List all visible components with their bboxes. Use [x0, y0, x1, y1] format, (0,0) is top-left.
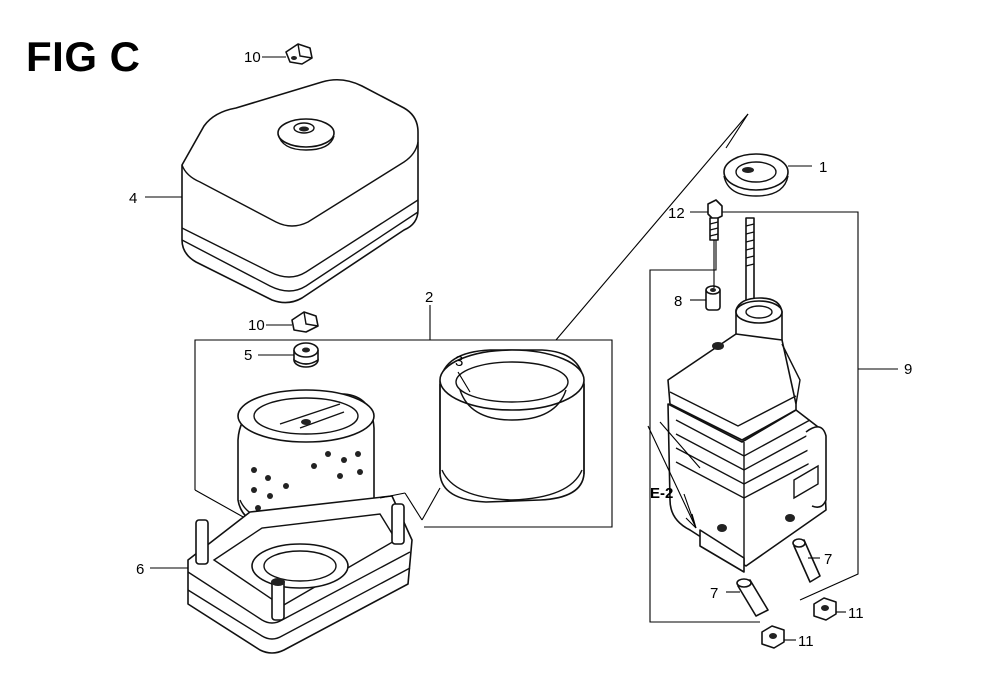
part-6-air-cleaner-base	[187, 495, 413, 654]
part-4-air-cleaner-cover	[181, 78, 419, 304]
part-3-foam-element	[439, 349, 585, 503]
callout-9: 9	[904, 361, 912, 378]
reference-e2: E-2	[650, 485, 673, 502]
part-10-wing-nut-top	[285, 43, 313, 65]
callout-7-right: 7	[824, 551, 832, 568]
part-1-seal-ring	[723, 153, 789, 197]
part-10-wing-nut-lower	[291, 311, 319, 333]
callout-bracket-2	[194, 305, 613, 528]
part-5-collar	[293, 342, 319, 368]
callout-7-left: 7	[710, 585, 718, 602]
callout-12: 12	[668, 205, 685, 222]
callout-10-top: 10	[244, 49, 261, 66]
callout-11-left: 11	[798, 633, 814, 650]
part-11-nut-right	[813, 597, 837, 621]
callout-8: 8	[674, 293, 682, 310]
outer-filter-element	[237, 389, 375, 531]
callout-6: 6	[136, 561, 144, 578]
callout-2: 2	[425, 289, 433, 306]
part-8-collar	[705, 285, 721, 311]
callout-5: 5	[244, 347, 252, 364]
part-7-pin-left	[736, 578, 769, 617]
callout-bracket-9	[649, 211, 898, 623]
callout-11-right: 11	[848, 605, 864, 622]
callout-3: 3	[455, 353, 463, 370]
callout-4: 4	[129, 190, 137, 207]
figure-title: FIG C	[26, 33, 141, 80]
callout-1: 1	[819, 159, 827, 176]
callout-10-lower: 10	[248, 317, 265, 334]
part-11-nut-left	[761, 625, 785, 649]
part-12-bolt	[707, 199, 723, 241]
leader-lines-left	[145, 56, 749, 569]
part-9-muffler-body	[667, 297, 827, 573]
leader-lines-right	[647, 165, 846, 641]
part-7-pin-right	[792, 538, 821, 583]
